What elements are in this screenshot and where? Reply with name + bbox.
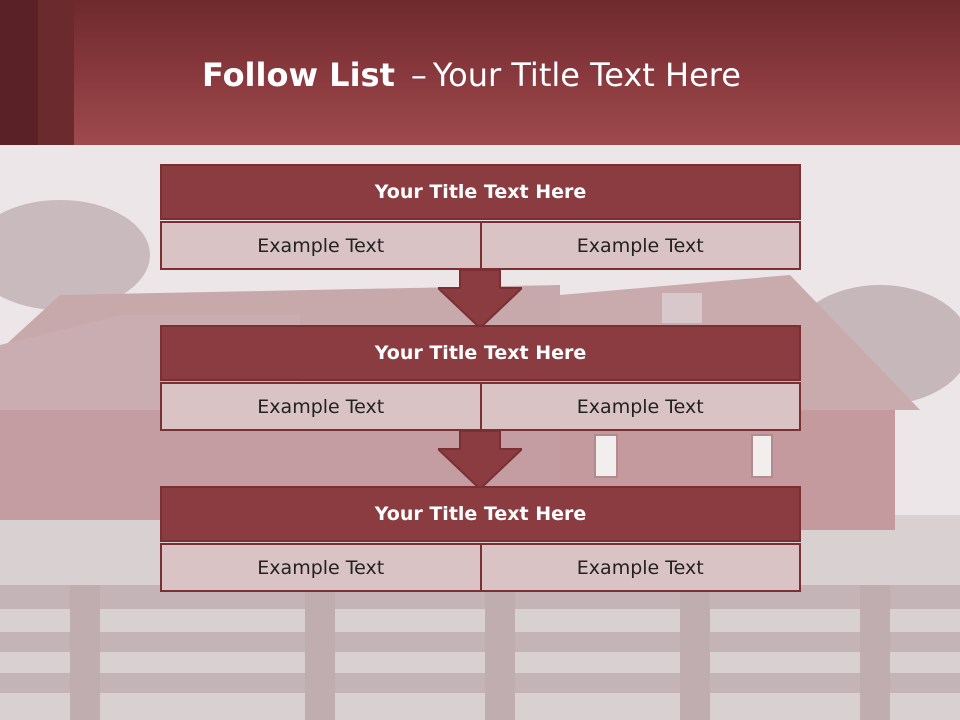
header-accent-strip-2: [38, 0, 74, 145]
block-row: Example Text Example Text: [160, 220, 801, 270]
list-block-3: Your Title Text Here Example Text Exampl…: [160, 486, 801, 592]
list-block-2: Your Title Text Here Example Text Exampl…: [160, 325, 801, 431]
block-title: Your Title Text Here: [160, 164, 801, 220]
title-rest: Your Title Text Here: [432, 56, 741, 94]
title-dash: –: [410, 56, 427, 94]
header-accent-strip: [0, 0, 38, 145]
block-row: Example Text Example Text: [160, 381, 801, 431]
block-cell-right: Example Text: [481, 382, 801, 431]
block-title: Your Title Text Here: [160, 486, 801, 542]
block-cell-right: Example Text: [481, 543, 801, 592]
list-block-1: Your Title Text Here Example Text Exampl…: [160, 164, 801, 270]
title-bold: Follow List: [202, 56, 395, 94]
header-band: Follow List–Your Title Text Here: [0, 0, 960, 145]
down-arrow-icon: [438, 431, 522, 489]
slide-title: Follow List–Your Title Text Here: [202, 56, 741, 94]
down-arrow-icon: [438, 270, 522, 328]
block-row: Example Text Example Text: [160, 542, 801, 592]
block-cell-left: Example Text: [160, 543, 482, 592]
block-cell-left: Example Text: [160, 221, 482, 270]
block-cell-right: Example Text: [481, 221, 801, 270]
block-cell-left: Example Text: [160, 382, 482, 431]
block-title: Your Title Text Here: [160, 325, 801, 381]
